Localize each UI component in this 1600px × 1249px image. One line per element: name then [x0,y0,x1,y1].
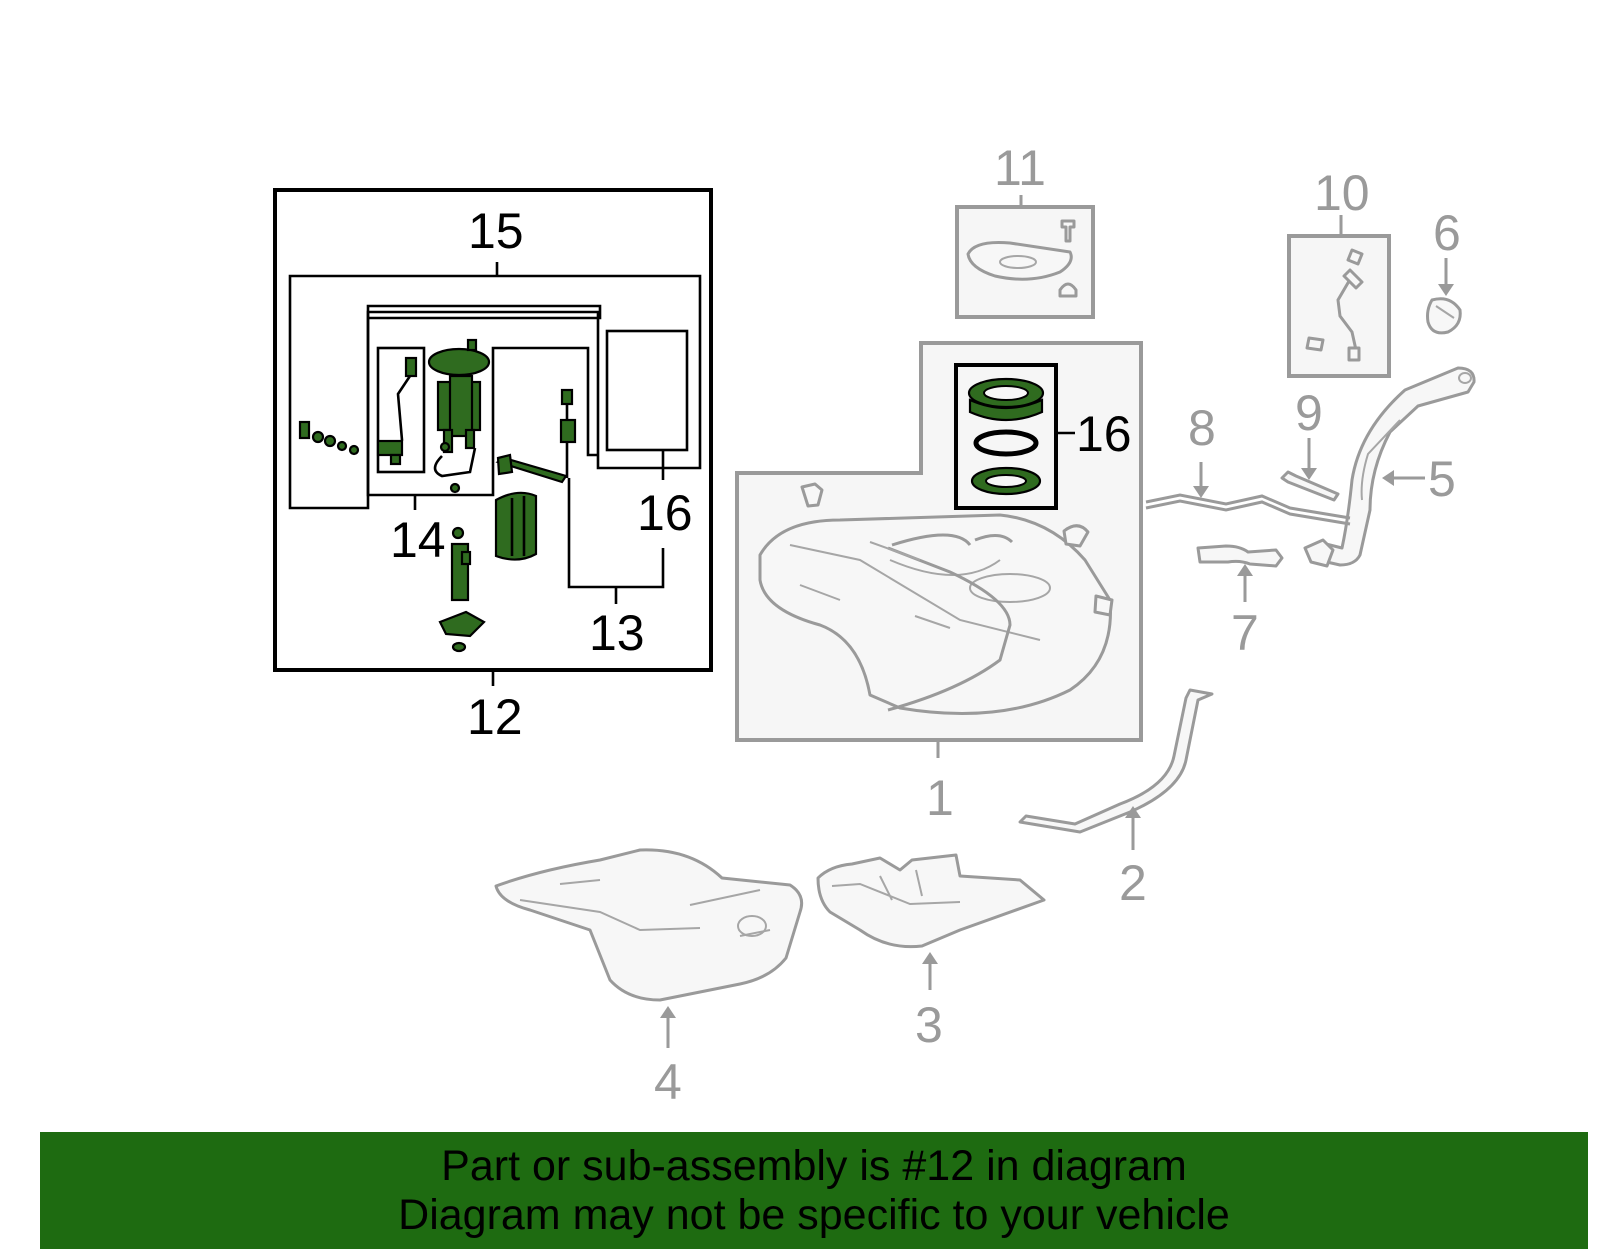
callout-4: 4 [654,1054,682,1110]
filler-pipe[interactable] [1303,366,1476,568]
lock-ring-seal-group[interactable] [954,363,1075,510]
callout-3: 3 [915,997,943,1053]
callout-16: 16 [1076,406,1132,462]
heat-shield-4[interactable] [494,848,804,1048]
footer-banner: Part or sub-assembly is #12 in diagram D… [40,1132,1588,1249]
footer-line-1: Part or sub-assembly is #12 in diagram [441,1142,1187,1190]
footer-line-2: Diagram may not be specific to your vehi… [398,1191,1230,1239]
bracket-15 [288,274,702,510]
breather-tube[interactable] [1145,462,1351,526]
callout-10: 10 [1314,165,1370,221]
sender-box [376,346,426,474]
callout-6: 6 [1433,205,1461,261]
callout-16-box: 16 [637,485,693,541]
fuel-cap[interactable] [1426,258,1462,335]
part-9[interactable] [1280,438,1340,502]
part-10-group[interactable] [1287,215,1391,378]
tank-strap[interactable] [1018,688,1214,850]
callout-8: 8 [1188,400,1216,456]
callout-7: 7 [1231,605,1259,661]
callout-14: 14 [390,512,446,568]
bracket-14 [366,304,602,497]
callout-9: 9 [1295,385,1323,441]
callout-1: 1 [926,770,954,826]
callout-2: 2 [1119,855,1147,911]
part-11-group[interactable] [955,195,1095,319]
filler-hose[interactable] [1196,544,1284,602]
fuel-pump-parts [298,338,577,653]
callout-11: 11 [994,140,1046,196]
heat-shield-3[interactable] [816,853,1046,990]
callout-12: 12 [467,689,523,745]
callout-15: 15 [468,203,524,259]
fuel-tank [758,482,1114,716]
bracket-16-inner [605,329,689,452]
callout-5: 5 [1428,451,1456,507]
lock-ring-box [954,363,1058,510]
callout-13: 13 [589,605,645,661]
fuel-pump-assembly-group[interactable] [273,188,713,686]
